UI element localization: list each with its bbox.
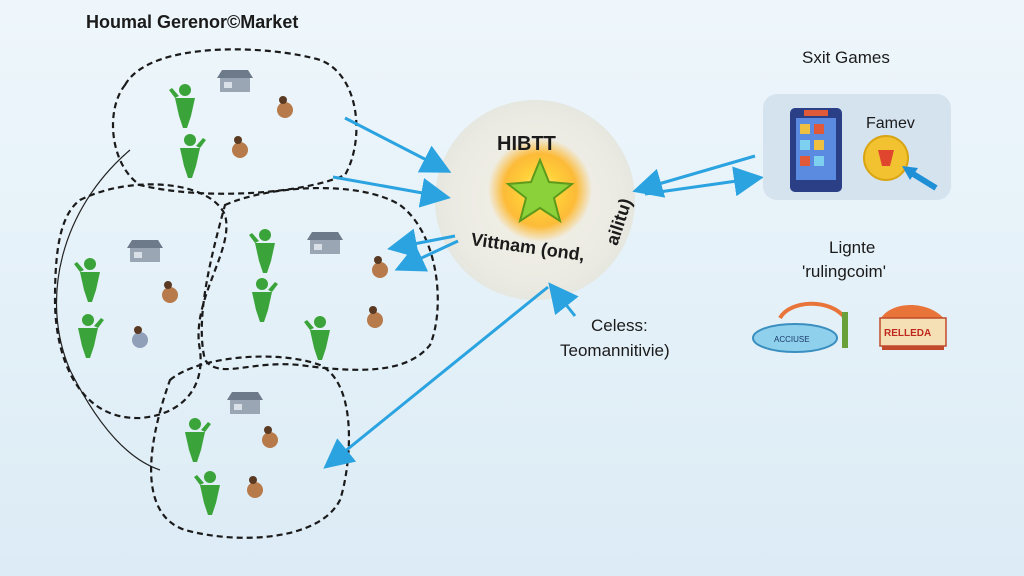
right-label-line1: Lignte (829, 238, 875, 257)
star-icon (505, 157, 575, 224)
group-blob-right (200, 187, 439, 371)
right-label-line2: 'rulingcoim' (802, 262, 886, 281)
pointer-arrow-icon (902, 166, 938, 191)
arrow-center-to-games (644, 166, 764, 197)
shop-icon (307, 232, 343, 254)
games-title: Sxit Games (802, 48, 890, 67)
bottom-label-line1: Celess: (591, 316, 648, 335)
trader-icon (262, 426, 278, 448)
person-icon-group (74, 84, 330, 515)
person-icon (194, 471, 220, 515)
group-blob-left (53, 183, 228, 420)
arrow-games-to-center (632, 154, 756, 198)
shop-icon-group (127, 70, 343, 414)
trader-icon-group (132, 96, 388, 498)
sign-board-text: ACCIUSE (774, 335, 810, 344)
tablet-icon (790, 108, 842, 192)
trader-icon (232, 136, 248, 158)
arrow-label-to-center (548, 282, 579, 317)
person-icon (304, 316, 330, 360)
person-icon (252, 278, 278, 322)
trader-icon (277, 96, 293, 118)
shop-icon (127, 240, 163, 262)
storefront-icon: RELLEDA (879, 305, 947, 350)
person-icon (74, 258, 100, 302)
trader-icon (372, 256, 388, 278)
trader-icon (162, 281, 178, 303)
arrow-center-to-bottom-group (323, 285, 549, 469)
person-icon (169, 84, 195, 128)
shop-icon (227, 392, 263, 414)
sign-board-icon: ACCIUSE (752, 301, 848, 353)
coin-badge-icon (863, 135, 909, 181)
games-label: Famev (866, 115, 915, 132)
group-blob-bottom (150, 355, 351, 539)
person-icon (249, 229, 275, 273)
person-icon (78, 314, 104, 358)
center-title: HIBTT (497, 133, 556, 155)
arrow-center-to-group (394, 239, 459, 272)
cluster-outline (55, 149, 161, 471)
trader-icon (247, 476, 263, 498)
bottom-label-line2: Teomannitivie) (560, 341, 670, 360)
trader-icon (367, 306, 383, 328)
person-icon (180, 134, 206, 178)
shop-icon (217, 70, 253, 92)
storefront-text: RELLEDA (884, 328, 931, 339)
arrow-group-to-center (332, 175, 451, 208)
arrow-group-to-center (344, 116, 452, 173)
person-icon (185, 418, 211, 462)
diagram-title: Houmal Gerenor©Market (86, 12, 298, 32)
trader-icon (132, 326, 148, 348)
